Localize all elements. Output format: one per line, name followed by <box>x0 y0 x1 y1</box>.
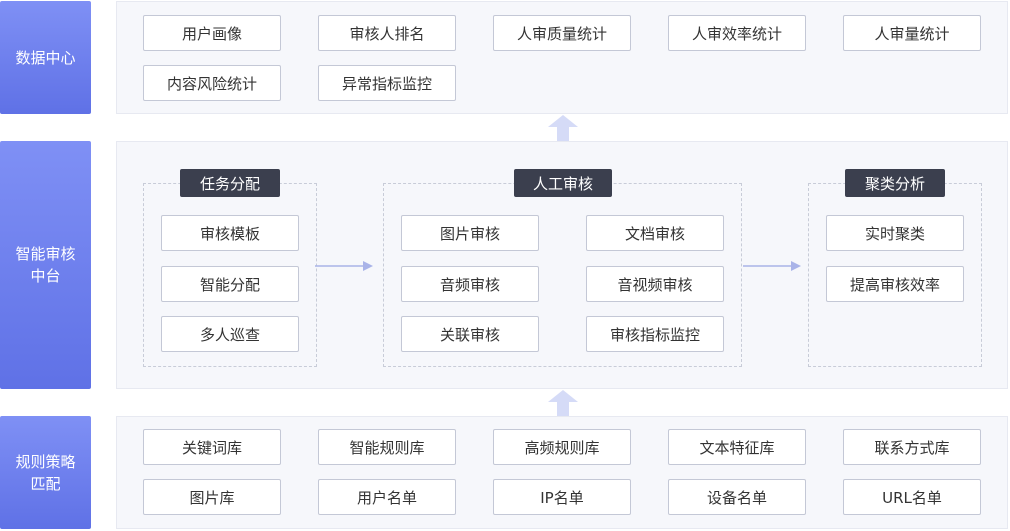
cluster-analysis-title: 聚类分析 <box>845 169 945 197</box>
rule-item-smart-rules: 智能规则库 <box>318 429 456 465</box>
data-center-label: 数据中心 <box>15 48 76 67</box>
rule-item-contacts: 联系方式库 <box>843 429 981 465</box>
rules-label: 规则策略 匹配 <box>15 451 75 495</box>
layer-label-rules: 规则策略 匹配 <box>0 416 91 529</box>
manual-review-title: 人工审核 <box>514 169 612 197</box>
data-item-anomaly-monitor: 异常指标监控 <box>318 65 456 101</box>
manual-item-metric-monitor: 审核指标监控 <box>586 316 724 352</box>
middle-label-line2: 中台 <box>30 267 61 285</box>
layer-label-middle: 智能审核 中台 <box>0 141 91 389</box>
rule-item-text-features: 文本特征库 <box>668 429 806 465</box>
manual-item-av: 音视频审核 <box>586 266 724 302</box>
data-item-reviewer-ranking: 审核人排名 <box>318 15 456 51</box>
layer-label-data-center: 数据中心 <box>0 1 91 114</box>
rule-item-url-list: URL名单 <box>843 479 981 515</box>
rule-item-high-freq-rules: 高频规则库 <box>493 429 631 465</box>
cluster-item-realtime: 实时聚类 <box>826 215 964 251</box>
right-arrow-icon <box>743 261 801 271</box>
up-arrow-icon <box>548 390 578 416</box>
rule-item-images: 图片库 <box>143 479 281 515</box>
rule-item-ip-list: IP名单 <box>493 479 631 515</box>
right-arrow-icon <box>315 261 373 271</box>
data-item-content-risk-stats: 内容风险统计 <box>143 65 281 101</box>
data-item-efficiency-stats: 人审效率统计 <box>668 15 806 51</box>
rule-item-device-list: 设备名单 <box>668 479 806 515</box>
manual-item-audio: 音频审核 <box>401 266 539 302</box>
task-assign-title: 任务分配 <box>180 169 280 197</box>
manual-item-document: 文档审核 <box>586 215 724 251</box>
manual-item-image: 图片审核 <box>401 215 539 251</box>
rule-item-user-list: 用户名单 <box>318 479 456 515</box>
data-item-volume-stats: 人审量统计 <box>843 15 981 51</box>
data-center-panel: 用户画像 审核人排名 人审质量统计 人审效率统计 人审量统计 内容风险统计 异常… <box>116 1 1008 114</box>
rule-item-keywords: 关键词库 <box>143 429 281 465</box>
data-item-user-profile: 用户画像 <box>143 15 281 51</box>
cluster-item-efficiency: 提高审核效率 <box>826 266 964 302</box>
middle-label: 智能审核 中台 <box>15 243 75 287</box>
manual-item-related: 关联审核 <box>401 316 539 352</box>
rules-label-line2: 匹配 <box>30 474 61 493</box>
rules-label-line1: 规则策略 <box>15 452 76 471</box>
data-item-quality-stats: 人审质量统计 <box>493 15 631 51</box>
rules-panel: 关键词库 智能规则库 高频规则库 文本特征库 联系方式库 图片库 用户名单 IP… <box>116 416 1008 529</box>
task-item-multi-patrol: 多人巡查 <box>161 316 299 352</box>
task-item-smart-assign: 智能分配 <box>161 266 299 302</box>
middle-panel: 任务分配 审核模板 智能分配 多人巡查 人工审核 图片审核 文档审核 音频审核 … <box>116 141 1008 389</box>
task-item-template: 审核模板 <box>161 215 299 251</box>
up-arrow-icon <box>548 115 578 141</box>
middle-label-line1: 智能审核 <box>15 245 76 263</box>
